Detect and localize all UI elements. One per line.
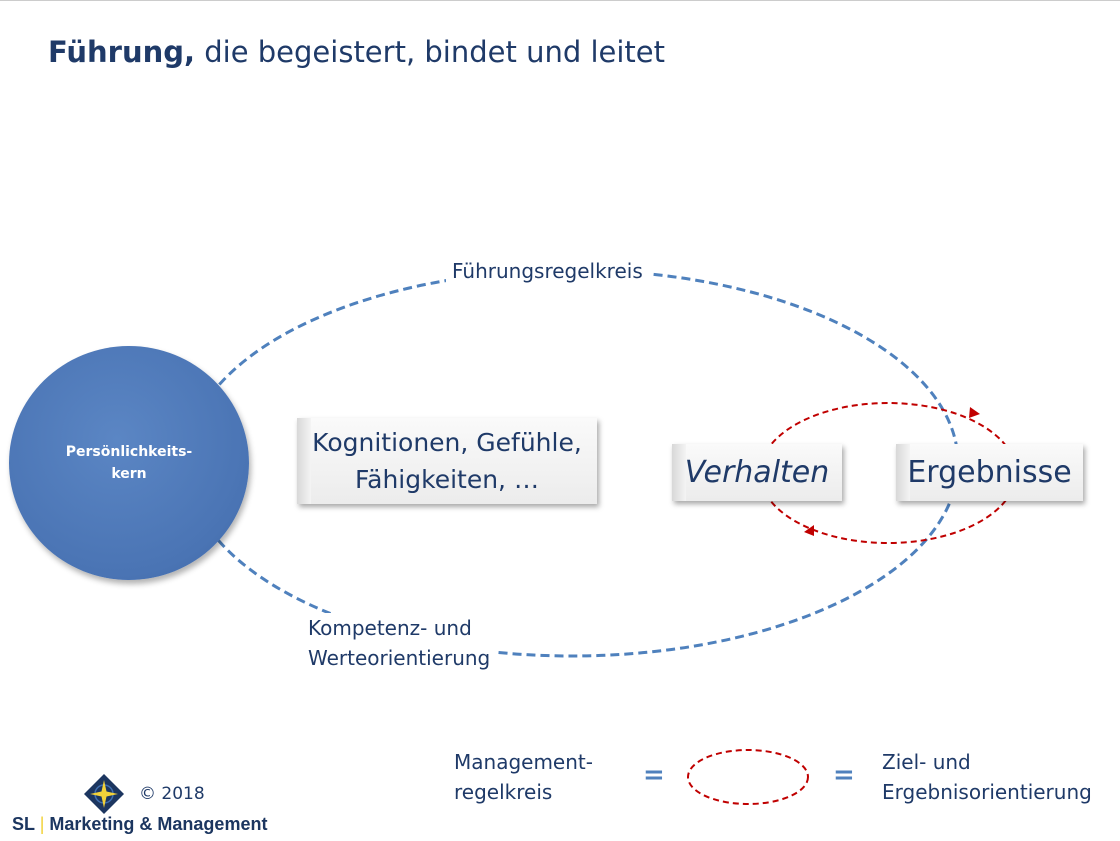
- management-line1: Management-: [454, 750, 593, 774]
- verhalten-text: Verhalten: [684, 455, 830, 490]
- kognitionen-line1: Kognitionen, Gefühle,: [312, 428, 582, 457]
- legend-management: Management-regelkreis: [454, 747, 593, 807]
- copyright: © 2018: [139, 784, 205, 804]
- arrow-right-icon: [969, 407, 980, 418]
- brand-name: Marketing & Management: [49, 814, 268, 834]
- ziel-line2: Ergebnisorientierung: [882, 780, 1092, 804]
- kognitionen-box: Kognitionen, Gefühle, Fähigkeiten, …: [297, 418, 597, 504]
- fuehrungsregelkreis-label: Führungsregelkreis: [446, 256, 649, 286]
- slide-title: Führung, die begeistert, bindet und leit…: [48, 35, 665, 69]
- verhalten-box: Verhalten: [672, 444, 842, 501]
- equals-sign-1: =: [643, 760, 665, 790]
- brand-sl: SL: [12, 814, 35, 834]
- kognitionen-line2: Fähigkeiten, …: [355, 465, 539, 494]
- legend-loop: [687, 749, 809, 805]
- brand-footer: SL | Marketing & Management: [12, 814, 267, 835]
- compass-star-logo-icon: [84, 774, 124, 814]
- ergebnisse-text: Ergebnisse: [907, 455, 1072, 490]
- ergebnisse-box: Ergebnisse: [896, 444, 1083, 501]
- management-line2: regelkreis: [454, 780, 553, 804]
- persoenlichkeitskern-circle: Persönlichkeits-kern: [9, 346, 249, 580]
- kompetenz-line2: Werteorientierung: [308, 646, 491, 670]
- brand-separator: |: [39, 814, 45, 834]
- kompetenz-line1: Kompetenz- und: [308, 616, 472, 640]
- arrow-left-icon: [804, 525, 814, 536]
- circle-line2: kern: [111, 466, 147, 482]
- ziel-line1: Ziel- und: [882, 750, 971, 774]
- equals-sign-2: =: [833, 760, 855, 790]
- title-bold: Führung,: [48, 35, 196, 69]
- circle-line1: Persönlichkeits-: [65, 444, 193, 460]
- title-rest: die begeistert, bindet und leitet: [195, 35, 665, 69]
